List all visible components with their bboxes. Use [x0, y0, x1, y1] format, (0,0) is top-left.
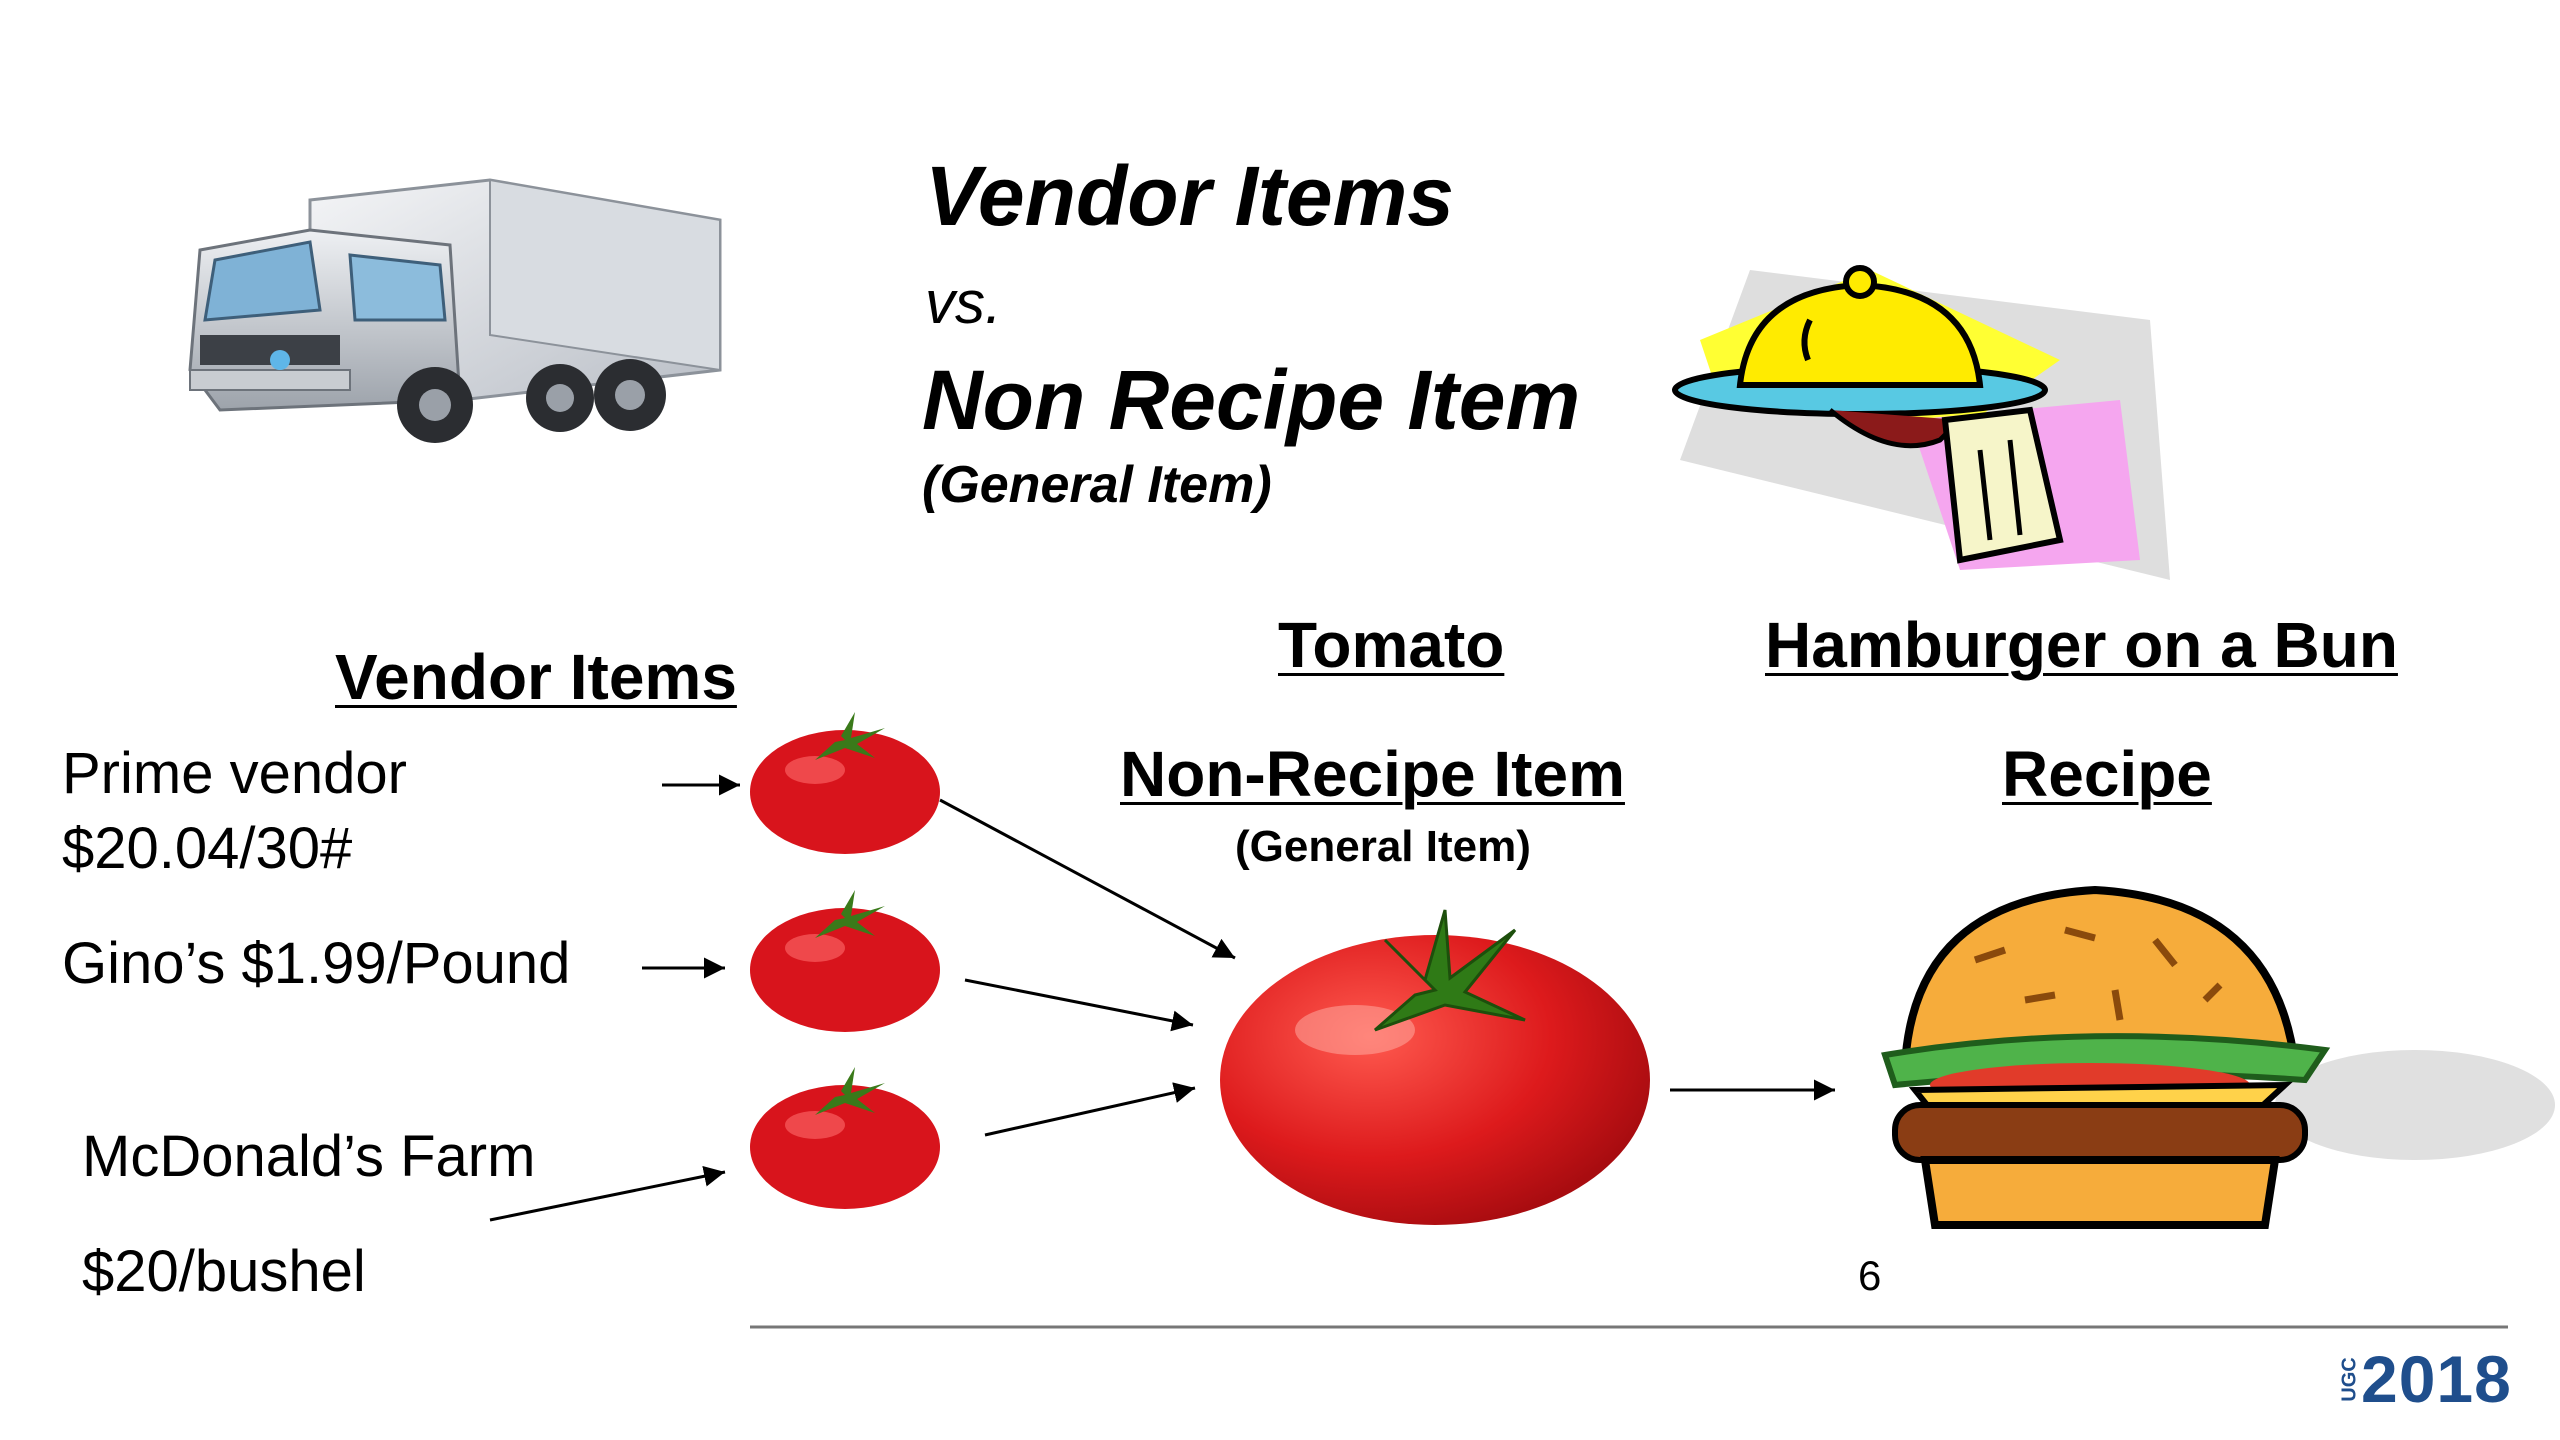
- logo-year: 2018: [2361, 1342, 2512, 1416]
- logo-small-text: UGC: [2338, 1356, 2361, 1402]
- vendor-mcdonalds-price: $20/bushel: [82, 1239, 366, 1304]
- tomato-icon: [750, 890, 940, 1032]
- ugc-2018-logo: UGC 2018: [2325, 1342, 2512, 1416]
- recipe-header: Recipe: [2002, 738, 2212, 810]
- tomato-icon: [1220, 909, 1650, 1225]
- hamburger-header: Hamburger on a Bun: [1765, 609, 2398, 681]
- title-vendor-items: Vendor Items: [925, 149, 1455, 243]
- title-non-recipe-item: Non Recipe Item: [922, 353, 1581, 447]
- truck-icon: [188, 178, 722, 443]
- title-vs: vs.: [925, 269, 1002, 336]
- non-recipe-subheader: (General Item): [1235, 822, 1531, 871]
- page-number: 6: [1858, 1252, 1882, 1299]
- title-general-item: (General Item): [922, 456, 1272, 514]
- vendor-prime-name: Prime vendor: [62, 741, 407, 806]
- non-recipe-header: Non-Recipe Item: [1120, 738, 1625, 810]
- vendor-mcdonalds-name: McDonald’s Farm: [82, 1124, 536, 1189]
- hamburger-icon: [1881, 885, 2555, 1229]
- vendor-items-header: Vendor Items: [335, 641, 737, 713]
- vendor-ginos: Gino’s $1.99/Pound: [62, 931, 571, 996]
- tomato-header: Tomato: [1278, 609, 1505, 681]
- tomato-icon: [750, 712, 940, 854]
- vendor-prime-price: $20.04/30#: [62, 816, 353, 881]
- serving-tray-icon: [1672, 265, 2170, 580]
- tomato-icon: [750, 1067, 940, 1209]
